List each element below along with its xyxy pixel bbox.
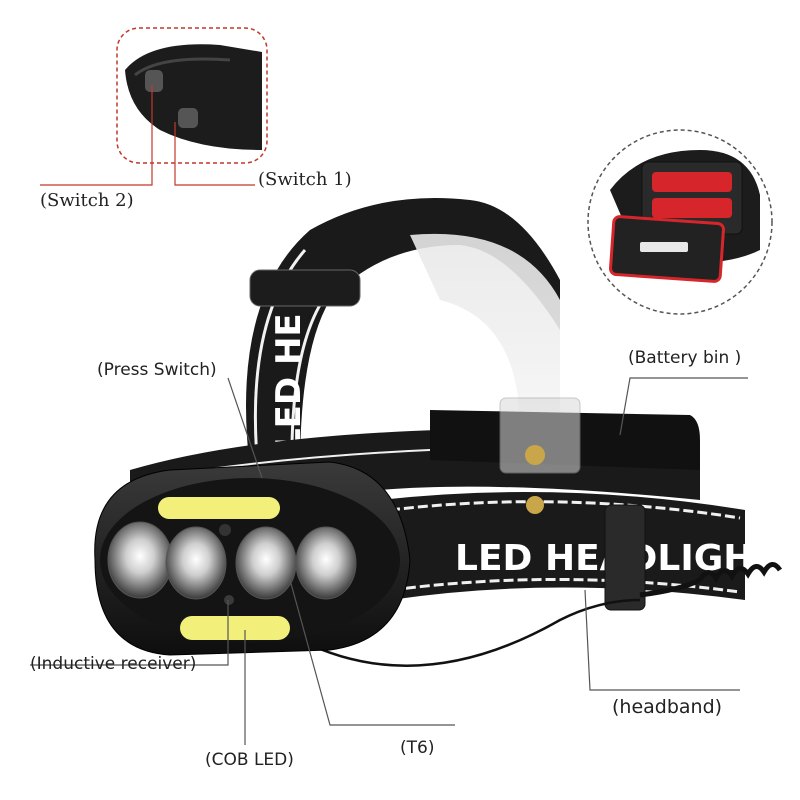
coiled-cable xyxy=(299,562,783,667)
label-switch-2: (Switch 2) xyxy=(40,190,134,211)
switch-1-button xyxy=(178,108,198,128)
label-t6: (T6) xyxy=(400,738,435,758)
switch-inset xyxy=(116,27,268,164)
label-headband: (headband) xyxy=(612,696,723,718)
cob-led-top xyxy=(158,497,280,519)
label-switch-1: (Switch 1) xyxy=(258,169,352,190)
lamp-head xyxy=(94,461,411,656)
callout-lines xyxy=(30,85,748,745)
t6-led-4 xyxy=(295,526,357,600)
battery-inset xyxy=(587,129,773,315)
label-inductive-receiver: (Inductive receiver) xyxy=(30,654,197,674)
switch-2-button xyxy=(145,70,163,92)
label-press-switch: (Press Switch) xyxy=(97,360,217,380)
label-cob-led: (COB LED) xyxy=(205,750,294,770)
strap-print-vertical: LED HE xyxy=(269,313,309,450)
battery-bin xyxy=(430,397,700,514)
t6-led-3 xyxy=(235,526,297,600)
t6-led-1 xyxy=(107,521,173,599)
label-battery-bin: (Battery bin ) xyxy=(628,348,742,368)
inductive-receiver-sensor xyxy=(224,595,234,605)
t6-led-2 xyxy=(165,526,227,600)
cob-led-bottom xyxy=(180,616,290,640)
